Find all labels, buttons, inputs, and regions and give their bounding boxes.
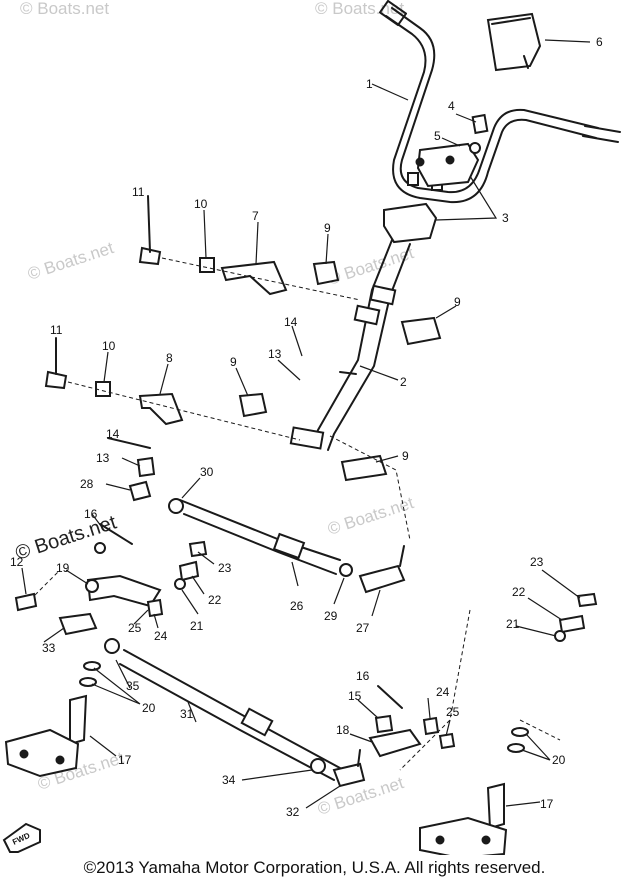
callout-14: 14 bbox=[284, 315, 298, 329]
callout-19: 19 bbox=[56, 561, 70, 575]
callout-20: 20 bbox=[552, 753, 566, 767]
callout-24: 24 bbox=[154, 629, 168, 643]
callout-34: 34 bbox=[222, 773, 236, 787]
steering-exploded-diagram: © Boats.net © Boats.net © Boats.net © Bo… bbox=[2, 0, 621, 855]
upper-tie-rod bbox=[168, 498, 406, 594]
callout-21: 21 bbox=[190, 619, 204, 633]
callout-23: 23 bbox=[530, 555, 544, 569]
callout-20: 20 bbox=[142, 701, 156, 715]
callout-23: 23 bbox=[218, 561, 232, 575]
callout-numbers: 1 2 3 4 5 6 7 8 9 9 9 9 9 10 10 11 11 12… bbox=[10, 35, 603, 819]
callout-12: 12 bbox=[10, 555, 24, 569]
callout-35: 35 bbox=[126, 679, 140, 693]
callout-13: 13 bbox=[96, 451, 110, 465]
callout-6: 6 bbox=[596, 35, 603, 49]
callout-27: 27 bbox=[356, 621, 370, 635]
callout-31: 31 bbox=[180, 707, 194, 721]
watermark: © Boats.net bbox=[325, 493, 416, 539]
ski-spindle-right bbox=[419, 782, 508, 855]
callout-4: 4 bbox=[448, 99, 455, 113]
callout-2: 2 bbox=[400, 375, 407, 389]
watermark: © Boats.net bbox=[20, 0, 109, 18]
callout-18: 18 bbox=[336, 723, 350, 737]
callout-24: 24 bbox=[436, 685, 450, 699]
callout-28: 28 bbox=[80, 477, 94, 491]
callout-32: 32 bbox=[286, 805, 300, 819]
watermark: © Boats.net bbox=[25, 238, 116, 284]
callout-30: 30 bbox=[200, 465, 214, 479]
callout-9: 9 bbox=[454, 295, 461, 309]
callout-26: 26 bbox=[290, 599, 304, 613]
callout-3: 3 bbox=[502, 211, 509, 225]
lower-tie-rod bbox=[119, 649, 366, 788]
callout-11: 11 bbox=[50, 323, 63, 337]
right-knuckle-arm bbox=[368, 685, 422, 758]
callout-21: 21 bbox=[506, 617, 520, 631]
handlebar-clamps bbox=[383, 113, 489, 244]
callout-10: 10 bbox=[194, 197, 208, 211]
callout-16: 16 bbox=[84, 507, 98, 521]
callout-16: 16 bbox=[356, 669, 370, 683]
callout-22: 22 bbox=[512, 585, 526, 599]
callout-22: 22 bbox=[208, 593, 222, 607]
ski-spindle-left bbox=[4, 694, 88, 778]
callout-11: 11 bbox=[132, 185, 145, 199]
steering-linkage-left bbox=[14, 437, 162, 654]
forward-direction-arrow: FWD bbox=[2, 822, 41, 853]
assembly-lines bbox=[29, 257, 561, 771]
callout-8: 8 bbox=[166, 351, 173, 365]
handlebar-grip bbox=[486, 12, 542, 72]
callout-10: 10 bbox=[102, 339, 116, 353]
callout-17: 17 bbox=[118, 753, 132, 767]
callout-9: 9 bbox=[230, 355, 237, 369]
watermark: © Boats.net bbox=[13, 511, 120, 564]
steering-column bbox=[289, 239, 411, 451]
callout-9: 9 bbox=[402, 449, 409, 463]
callout-29: 29 bbox=[324, 609, 338, 623]
callout-5: 5 bbox=[434, 129, 441, 143]
callout-13: 13 bbox=[268, 347, 282, 361]
callout-1: 1 bbox=[366, 77, 373, 91]
callout-15: 15 bbox=[348, 689, 362, 703]
callout-25: 25 bbox=[128, 621, 142, 635]
small-hardware bbox=[146, 540, 598, 750]
leader-lines bbox=[21, 39, 591, 809]
callout-25: 25 bbox=[446, 705, 460, 719]
copyright-notice: ©2013 Yamaha Motor Corporation, U.S.A. A… bbox=[83, 858, 546, 877]
callout-33: 33 bbox=[42, 641, 56, 655]
callout-14: 14 bbox=[106, 427, 120, 441]
callout-17: 17 bbox=[540, 797, 554, 811]
callout-7: 7 bbox=[252, 209, 259, 223]
callout-9: 9 bbox=[324, 221, 331, 235]
